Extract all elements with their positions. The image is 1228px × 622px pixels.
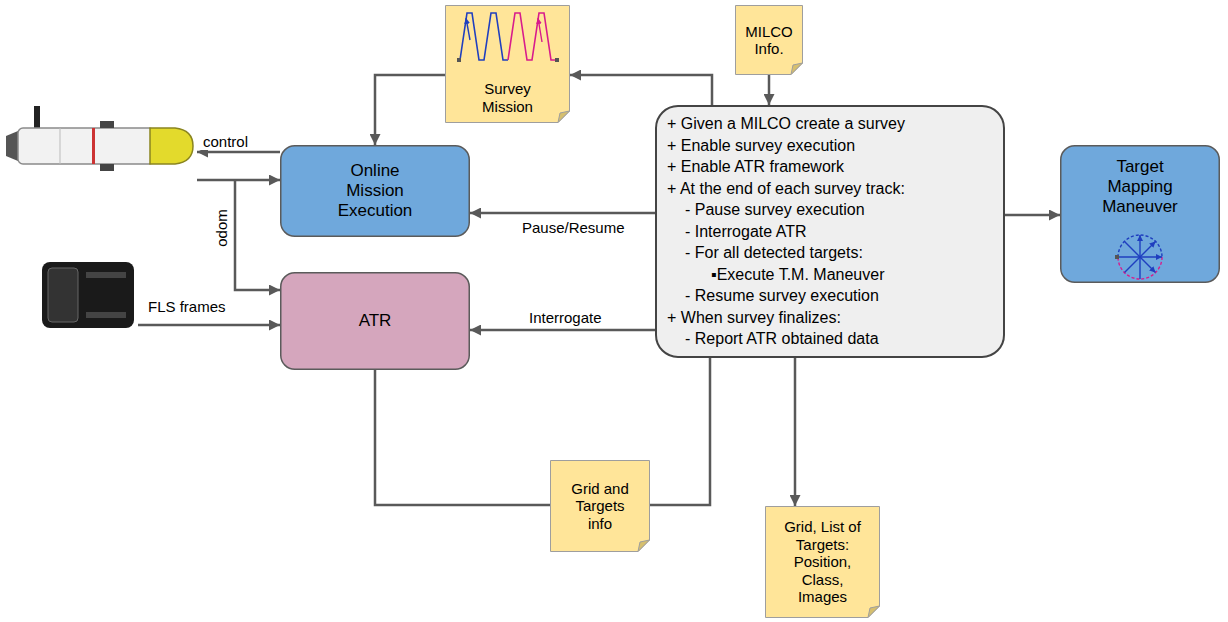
step-text: + At the end of each survey track: xyxy=(667,178,905,200)
survey-end xyxy=(555,58,559,62)
note-outline xyxy=(446,6,570,123)
node-label: Target Mapping Maneuver xyxy=(1085,157,1195,217)
node-label: Online Mission Execution xyxy=(325,161,425,221)
survey-arrow xyxy=(466,18,470,40)
step-text: - Resume survey execution xyxy=(667,285,879,307)
maneuver-spoke xyxy=(1125,242,1156,273)
note-outline xyxy=(551,461,650,552)
note-card: Grid and Targets info xyxy=(550,460,650,552)
fls-wire xyxy=(138,324,280,327)
sonar-illustration xyxy=(42,262,134,328)
step-text: + Enable survey execution xyxy=(667,135,855,157)
control-wire xyxy=(197,151,280,154)
maneuver-spoke xyxy=(1125,242,1156,273)
sonar-body xyxy=(42,262,134,328)
connector-arrow xyxy=(470,329,655,332)
node-label: Survey Mission xyxy=(465,80,550,115)
note-fold xyxy=(558,111,570,123)
box-outline xyxy=(281,146,470,237)
step-text: + Given a MILCO create a survey xyxy=(667,113,905,135)
maneuver-arc xyxy=(1118,235,1162,257)
maneuver-spoke xyxy=(1118,256,1162,257)
connector-arrow xyxy=(470,212,655,215)
maneuver-pattern xyxy=(1115,235,1162,279)
auv-illustration xyxy=(6,106,193,171)
signal-label: odom xyxy=(213,207,230,249)
connector-arrow xyxy=(570,75,712,105)
connector-arrow xyxy=(1005,214,1060,217)
signal-label: control xyxy=(201,133,250,150)
step-text: + When survey finalizes: xyxy=(667,307,841,329)
auv-hull xyxy=(18,128,154,164)
edge-label: Interrogate xyxy=(527,309,604,326)
auv-antenna xyxy=(34,106,40,130)
controller-box: + Given a MILCO create a survey+ Enable … xyxy=(655,105,1005,358)
auv-fin xyxy=(100,164,114,171)
step-text: + Enable ATR framework xyxy=(667,156,844,178)
step-text: - Report ATR obtained data xyxy=(667,328,879,350)
survey-start xyxy=(457,58,461,62)
auv-stripe xyxy=(92,128,95,164)
note-card: Survey Mission xyxy=(445,5,570,123)
connector-arrow xyxy=(794,358,797,506)
sonar-face xyxy=(48,268,78,322)
auv-fin xyxy=(100,121,114,128)
note-outline xyxy=(766,507,880,618)
odom-wire xyxy=(235,180,280,290)
maneuver-arc xyxy=(1118,257,1162,279)
signal-label: FLS frames xyxy=(146,298,228,315)
note-fold xyxy=(638,540,650,552)
node-label: ATR xyxy=(359,311,392,331)
box-outline xyxy=(281,273,470,370)
step-text: ▪Execute T.M. Maneuver xyxy=(667,264,884,286)
note-card: MILCO Info. xyxy=(735,5,803,75)
note-outline xyxy=(736,6,803,75)
auv-tail xyxy=(6,131,18,161)
edge-label: Pause/Resume xyxy=(520,219,627,236)
step-text: - For all detected targets: xyxy=(667,242,863,264)
maneuver-start xyxy=(1115,255,1119,259)
connector-arrow xyxy=(375,370,550,505)
connector-arrow xyxy=(768,75,771,105)
note-card: Grid, List of Targets: Position, Class, … xyxy=(765,506,880,618)
note-fold xyxy=(791,63,803,75)
maneuver-spoke xyxy=(1139,235,1140,279)
connector-arrow xyxy=(375,75,445,145)
node-label: MILCO Info. xyxy=(739,23,799,58)
process-box: ATR xyxy=(280,272,470,370)
survey-track xyxy=(460,13,508,60)
sonar-detail xyxy=(86,272,126,278)
step-text: - Interrogate ATR xyxy=(667,221,807,243)
node-label: Grid and Targets info xyxy=(562,480,638,533)
sonar-detail xyxy=(86,312,126,318)
survey-pattern xyxy=(457,13,559,62)
odom-wire xyxy=(197,179,280,182)
box-outline xyxy=(656,106,1004,357)
auv-seam xyxy=(60,128,61,164)
process-box: Online Mission Execution xyxy=(280,145,470,237)
survey-track xyxy=(508,13,556,60)
survey-arrow xyxy=(538,18,542,42)
process-box: Target Mapping Maneuver xyxy=(1060,145,1220,283)
box-outline xyxy=(1061,146,1220,283)
note-fold xyxy=(868,606,880,618)
auv-nose xyxy=(150,128,193,164)
step-text: - Pause survey execution xyxy=(667,199,865,221)
node-label: Grid, List of Targets: Position, Class, … xyxy=(779,518,866,606)
